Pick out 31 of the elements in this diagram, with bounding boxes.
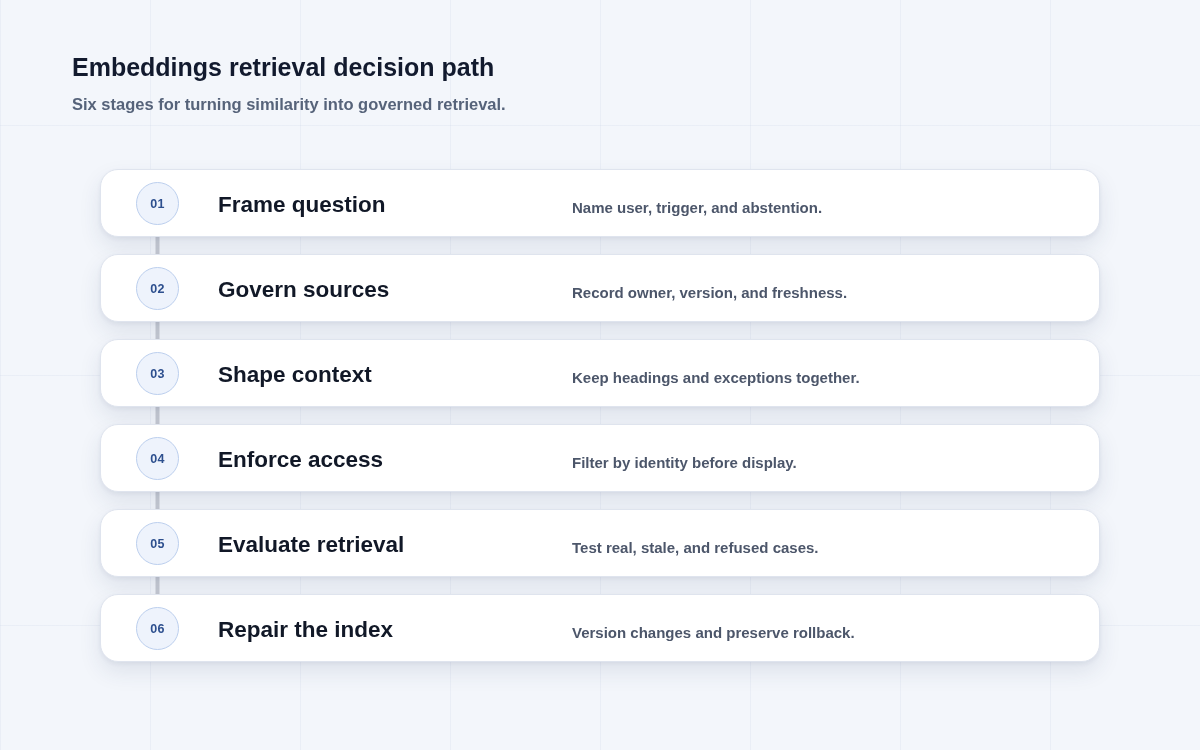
stage-title: Shape context: [218, 362, 372, 388]
stage-description: Filter by identity before display.: [572, 454, 797, 472]
stage-description: Keep headings and exceptions together.: [572, 369, 860, 387]
diagram-title: Embeddings retrieval decision path: [72, 52, 495, 82]
step-number: 04: [136, 437, 179, 480]
stage-card: [100, 509, 1100, 577]
stage-card: [100, 339, 1100, 407]
stage-description: Test real, stale, and refused cases.: [572, 539, 819, 557]
stage-title: Evaluate retrieval: [218, 532, 405, 558]
connector-line: [155, 237, 160, 254]
step-number: 02: [136, 267, 179, 310]
stage-description: Record owner, version, and freshness.: [572, 284, 848, 302]
step-number: 05: [136, 522, 179, 565]
connector-line: [155, 322, 160, 339]
stage-title: Frame question: [218, 192, 386, 218]
connector-line: [155, 407, 160, 424]
stage-card: [100, 424, 1100, 492]
diagram-subtitle: Six stages for turning similarity into governed retrieval.: [72, 94, 506, 114]
stage-title: Enforce access: [218, 447, 384, 473]
connector-line: [155, 492, 160, 509]
connector-line: [155, 577, 160, 594]
stage-title: Govern sources: [218, 277, 390, 303]
stage-description: Name user, trigger, and abstention.: [572, 199, 823, 217]
stage-title: Repair the index: [218, 617, 394, 643]
stage-card: [100, 594, 1100, 662]
step-number: 06: [136, 607, 179, 650]
stage-card: [100, 254, 1100, 322]
stage-card: [100, 169, 1100, 237]
stage-description: Version changes and preserve rollback.: [572, 624, 855, 642]
step-number: 03: [136, 352, 179, 395]
step-number: 01: [136, 182, 179, 225]
